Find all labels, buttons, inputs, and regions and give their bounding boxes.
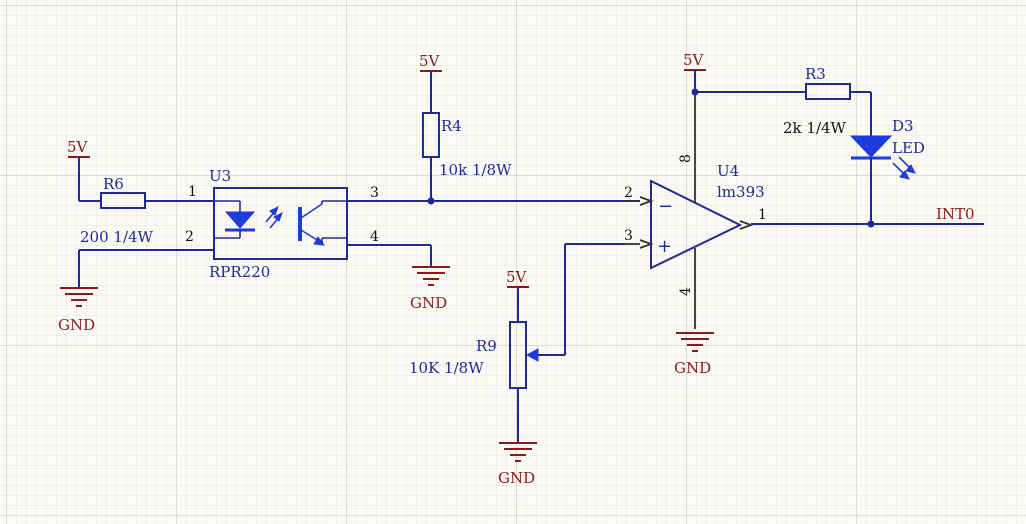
power-5v-label: 5V (683, 51, 705, 69)
r9-designator: R9 (476, 337, 497, 355)
opamp-minus: − (658, 196, 673, 217)
power-5v-u4: 5V (683, 51, 706, 92)
gnd-r9-net: GND (498, 442, 537, 487)
pin-label: 3 (624, 228, 633, 244)
r9-value: 10K 1/8W (409, 359, 484, 377)
pin-label: 2 (624, 185, 633, 201)
pin-label: 4 (370, 229, 379, 245)
pin-label: 3 (370, 185, 379, 201)
pin-label: 8 (678, 154, 694, 163)
light-arrows-icon (265, 205, 283, 229)
r4-designator: R4 (441, 117, 462, 135)
net-label-int0: INT0 (936, 205, 975, 223)
power-5v-r9: 5V (506, 268, 529, 322)
pin-label: 4 (678, 287, 694, 296)
u4-designator: U4 (717, 162, 739, 180)
u3-designator: U3 (209, 167, 231, 185)
gnd-label: GND (410, 294, 447, 312)
comparator-u4: − + 2 3 1 8 4 U4 lm393 (624, 92, 767, 329)
phototransistor-icon (298, 200, 347, 246)
led-d3: D3 LED (849, 117, 925, 224)
power-5v-label: 5V (419, 52, 441, 70)
power-5v-r4: 5V (419, 52, 442, 113)
power-5v-r6: 5V (67, 138, 90, 201)
gnd-u4-net: GND (674, 332, 714, 377)
gnd-u3-net: GND (347, 244, 450, 312)
gnd-label: GND (498, 469, 535, 487)
r6-designator: R6 (103, 175, 124, 193)
ir-led-icon (224, 211, 256, 229)
pin-label: 2 (185, 229, 194, 245)
opamp-plus: + (657, 236, 672, 257)
pin-label: 1 (188, 184, 197, 200)
junction (867, 220, 875, 228)
wiper-arrow-icon (525, 348, 539, 362)
d3-designator: D3 (892, 117, 914, 135)
optocoupler-u3: 1 2 3 4 U3 RPR220 (185, 167, 379, 281)
u4-part: lm393 (717, 183, 765, 201)
gnd-left-net: GND (58, 249, 214, 334)
u3-part: RPR220 (209, 263, 270, 281)
d3-value: LED (892, 139, 925, 157)
resistor-r6: R6 200 1/4W (79, 175, 214, 246)
junction (691, 88, 699, 96)
led-icon (849, 135, 893, 158)
potentiometer-r9: R9 10K 1/8W (409, 243, 625, 443)
pin-label: 1 (758, 207, 767, 223)
power-5v-label: 5V (67, 138, 89, 156)
resistor-r4: R4 10k 1/8W (422, 112, 512, 201)
r3-value: 2k 1/4W (783, 119, 847, 137)
r6-value: 200 1/4W (80, 228, 154, 246)
power-5v-label: 5V (506, 268, 528, 286)
light-emission-icon (892, 156, 916, 180)
r3-designator: R3 (805, 65, 826, 83)
gnd-label: GND (674, 359, 711, 377)
junction (427, 197, 435, 205)
gnd-label: GND (58, 316, 95, 334)
resistor-r3: R3 2k 1/4W (783, 65, 872, 137)
r4-value: 10k 1/8W (439, 161, 512, 179)
